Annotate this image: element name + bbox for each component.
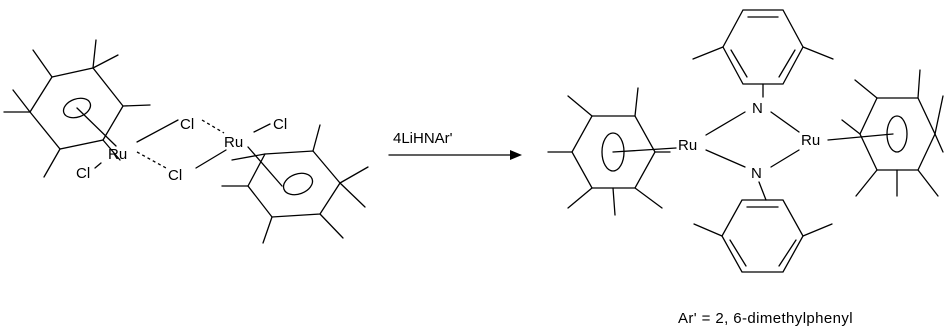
reactant-cl-terminal-right-label: Cl xyxy=(273,116,287,133)
reactant-cl-bridge-bottom-label: Cl xyxy=(168,167,182,184)
product-left-ring-ru-bond xyxy=(612,147,677,153)
reactant-ru-cl-bonds xyxy=(94,119,271,169)
product-ru2n2-core-bonds xyxy=(705,111,800,168)
reactant-left-ring-ru-bond xyxy=(76,107,117,147)
reaction-arrow: 4LiHNAr' xyxy=(388,130,522,160)
product-ru-right-label: Ru xyxy=(801,132,820,149)
product-complex: N Ru Ru xyxy=(547,9,944,273)
product-bottom-aryl-ring xyxy=(693,181,833,273)
reactant-ru-left-label: Ru xyxy=(108,146,127,163)
reactant-cl-bridge-top-label: Cl xyxy=(180,116,194,133)
product-ru-right-ring-bond xyxy=(827,133,894,141)
reactant-dimer: Ru Cl Cl Cl Ru Cl xyxy=(3,39,369,244)
reagent-label: 4LiHNAr' xyxy=(393,130,453,147)
footnote-aryl-definition: Ar' = 2, 6-dimethylphenyl xyxy=(678,310,853,327)
reactant-left-arene-ring xyxy=(3,39,151,178)
reactant-cl-terminal-left-label: Cl xyxy=(76,165,90,182)
product-ru-left-label: Ru xyxy=(678,137,697,154)
reactant-right-ru-ring-bond xyxy=(247,146,283,187)
product-left-arene-ring xyxy=(547,87,671,216)
product-right-arene-ring xyxy=(841,69,944,197)
product-top-aryl-ring xyxy=(692,9,834,98)
reactant-right-arene-ring xyxy=(221,124,369,244)
product-n-top-label: N xyxy=(752,100,763,117)
product-n-bottom-label: N xyxy=(751,165,762,182)
reactant-ru-right-label: Ru xyxy=(224,134,243,151)
